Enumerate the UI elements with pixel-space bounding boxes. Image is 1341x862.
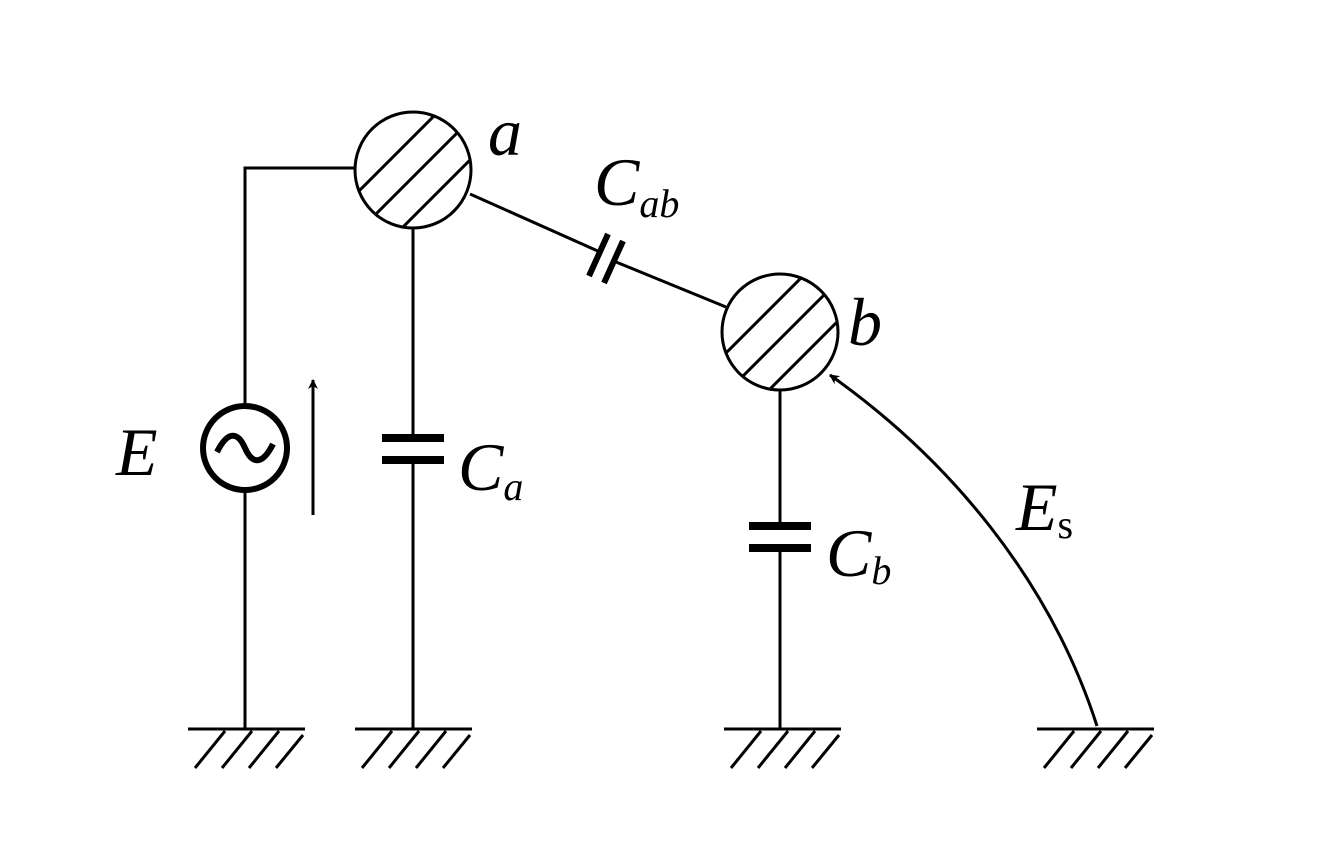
label-cap-ab: Cab [594, 144, 679, 226]
field-arrow-es [829, 373, 1099, 727]
label-field-es-main: E [1015, 469, 1058, 545]
label-cap-b-main: C [826, 515, 872, 591]
label-node-a: a [488, 94, 522, 170]
label-cap-a-sub: a [503, 464, 523, 509]
label-node-b: b [848, 284, 882, 360]
capacitor-cab [586, 232, 626, 285]
wire-cab-to-b [615, 260, 727, 309]
label-cap-a: Ca [458, 429, 523, 509]
label-field-es-sub: s [1058, 502, 1074, 547]
ground-field [1037, 727, 1154, 769]
label-cap-a-main: C [458, 429, 504, 505]
ground-ca [355, 727, 472, 769]
label-source-e: E [115, 414, 158, 490]
label-field-es: Es [1015, 469, 1073, 547]
ground-cb [724, 727, 841, 769]
label-cap-ab-main: C [594, 144, 640, 220]
label-cap-ab-sub: ab [639, 181, 679, 226]
label-cap-b-sub: b [871, 548, 891, 593]
ac-source [200, 403, 290, 493]
sine-icon [214, 432, 276, 464]
wire-source-to-a [243, 166, 356, 404]
wire-a-to-cab [469, 192, 601, 254]
ground-source [188, 727, 305, 769]
capacitor-cb [749, 522, 811, 552]
conductor-b [720, 272, 840, 392]
capacitor-ca [382, 434, 444, 464]
label-cap-b: Cb [826, 515, 891, 593]
